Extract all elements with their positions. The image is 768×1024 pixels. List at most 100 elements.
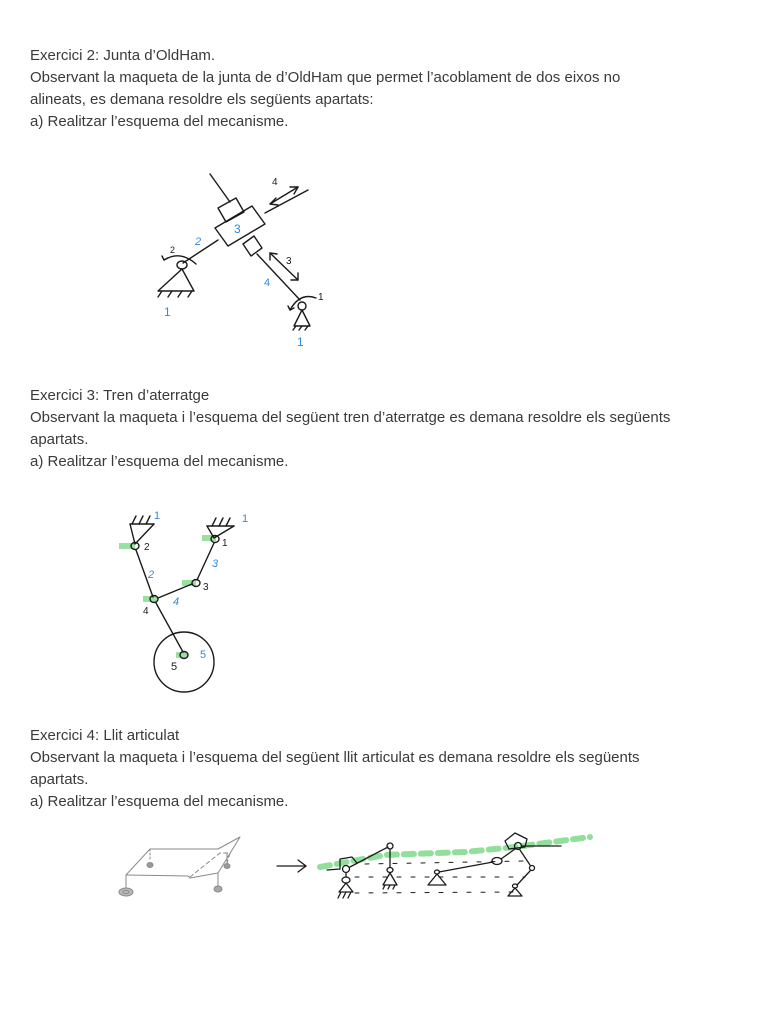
ground-hatch — [382, 884, 386, 890]
label-slide-3: 3 — [286, 256, 292, 267]
link-3 — [196, 542, 215, 581]
label-link-4: 4 — [264, 277, 270, 289]
right-ground-support — [206, 525, 235, 539]
upper-shaft-line — [209, 173, 231, 203]
strut-link — [155, 602, 184, 653]
arrow-head-icon — [287, 305, 295, 311]
lower-shaft-line — [256, 253, 301, 301]
upper-slider-block — [217, 197, 245, 223]
rotation-arrow-1 — [289, 295, 317, 311]
coupling-block-3 — [214, 205, 266, 247]
label-link-5: 5 — [200, 649, 206, 661]
label-ground-right: 1 — [297, 335, 304, 349]
link-right-upper — [519, 849, 531, 866]
right-shaft-line — [264, 189, 309, 214]
ground-hatch — [131, 515, 137, 525]
link-to-head — [500, 848, 516, 860]
revolute-joint-2 — [130, 541, 140, 551]
ground-hatch — [145, 515, 151, 525]
exercise-3-text: Exercici 3: Tren d’aterratge Observant l… — [30, 385, 740, 473]
exercise-2-text: Exercici 2: Junta d’OldHam. Observant la… — [30, 45, 740, 133]
ground-hatch — [225, 517, 231, 527]
ground-support-mid — [382, 872, 398, 886]
ground-hatch — [187, 290, 193, 298]
link-right-lower — [516, 870, 531, 886]
foot-front-left-inner — [122, 890, 130, 894]
label-link-2: 2 — [194, 236, 201, 248]
ground-hatch — [304, 325, 309, 331]
label-link-3: 3 — [212, 558, 219, 570]
label-joint-1: 1 — [222, 538, 228, 549]
ground-hatch — [337, 891, 342, 899]
label-rot-2: 2 — [170, 245, 175, 255]
label-rot-1: 1 — [318, 292, 324, 303]
exercise-4-task: a) Realitzar l’esquema del mecanisme. — [30, 793, 289, 810]
left-revolute-joint — [176, 260, 188, 270]
ground-hatch — [211, 517, 217, 527]
ground-hatch — [177, 290, 183, 298]
highlight-joint-1 — [202, 535, 216, 541]
ground-hatch — [218, 517, 224, 527]
link-2 — [135, 549, 154, 598]
link-upper-left — [349, 846, 389, 868]
label-link-2: 2 — [147, 569, 154, 581]
lower-slider-block — [242, 235, 263, 257]
slide-arrow-3 — [269, 252, 299, 281]
ground-hatch — [387, 884, 391, 890]
left-ground-support — [157, 268, 195, 292]
right-ground-support — [293, 309, 311, 327]
head-block — [504, 832, 528, 850]
foot-front-right — [213, 885, 223, 893]
exercise-3-statement-line2: apartats. — [30, 431, 89, 448]
label-link-3: 3 — [234, 222, 241, 236]
revolute-joint-right — [528, 864, 536, 872]
ground-hatch — [167, 290, 173, 298]
ground-support-left — [338, 882, 354, 893]
ground-hatch — [347, 891, 352, 899]
articulated-bed-sketch — [110, 825, 260, 905]
exercise-2-statement-line1: Observant la maqueta de la junta de d’Ol… — [30, 69, 621, 86]
ground-hatch — [298, 325, 303, 331]
revolute-joint-mid — [386, 866, 394, 874]
ground-support-center — [427, 873, 447, 886]
foot-front-left — [118, 887, 134, 897]
highlight-joint-2 — [119, 543, 135, 549]
exercise-2-title: Exercici 2: Junta d’OldHam. — [30, 47, 216, 64]
revolute-joint-3 — [191, 578, 201, 588]
foot-hidden — [146, 862, 154, 868]
arrow-head-icon — [269, 197, 279, 206]
highlight-bed-plane — [317, 834, 593, 870]
wheel-5 — [153, 631, 215, 693]
exercise-2-task: a) Realitzar l’esquema del mecanisme. — [30, 113, 289, 130]
arrow-head-icon — [289, 186, 299, 195]
ground-hatch — [342, 891, 347, 899]
revolute-joint-left — [341, 864, 351, 874]
label-ground-left: 1 — [154, 510, 160, 522]
exercise-4-text: Exercici 4: Llit articulat Observant la … — [30, 725, 740, 813]
arrow-head-icon — [269, 252, 278, 261]
revolute-joint-4 — [149, 594, 159, 604]
oldham-joint-diagram: 3 4 3 2 2 1 4 — [140, 160, 340, 360]
ground-hatch — [392, 884, 396, 890]
landing-gear-diagram: 1 1 2 1 2 3 3 4 4 5 5 — [110, 500, 270, 700]
left-bracket — [326, 856, 358, 871]
label-ground-right: 1 — [242, 513, 248, 525]
revolute-joint-top — [386, 842, 394, 850]
ground-hatch — [138, 515, 144, 525]
transform-arrow — [275, 855, 311, 877]
arrow-head-icon — [297, 859, 308, 873]
revolute-joint-1 — [210, 534, 220, 544]
hidden-line-bottom — [354, 891, 516, 894]
exercise-3-task: a) Realitzar l’esquema del mecanisme. — [30, 453, 289, 470]
label-joint-2: 2 — [144, 542, 150, 553]
ground-support-right — [507, 887, 523, 897]
link-long — [438, 861, 494, 873]
label-ground-left: 1 — [164, 305, 171, 319]
articulated-bed-mechanism-diagram — [315, 825, 595, 905]
slide-arrow-4 — [269, 186, 299, 205]
revolute-joint-left-low — [341, 876, 351, 884]
ground-hatch — [157, 290, 163, 298]
label-joint-3: 3 — [203, 582, 209, 593]
bed-frame-back — [125, 848, 219, 876]
exercise-2-statement-line2: alineats, es demana resoldre els següent… — [30, 91, 374, 108]
